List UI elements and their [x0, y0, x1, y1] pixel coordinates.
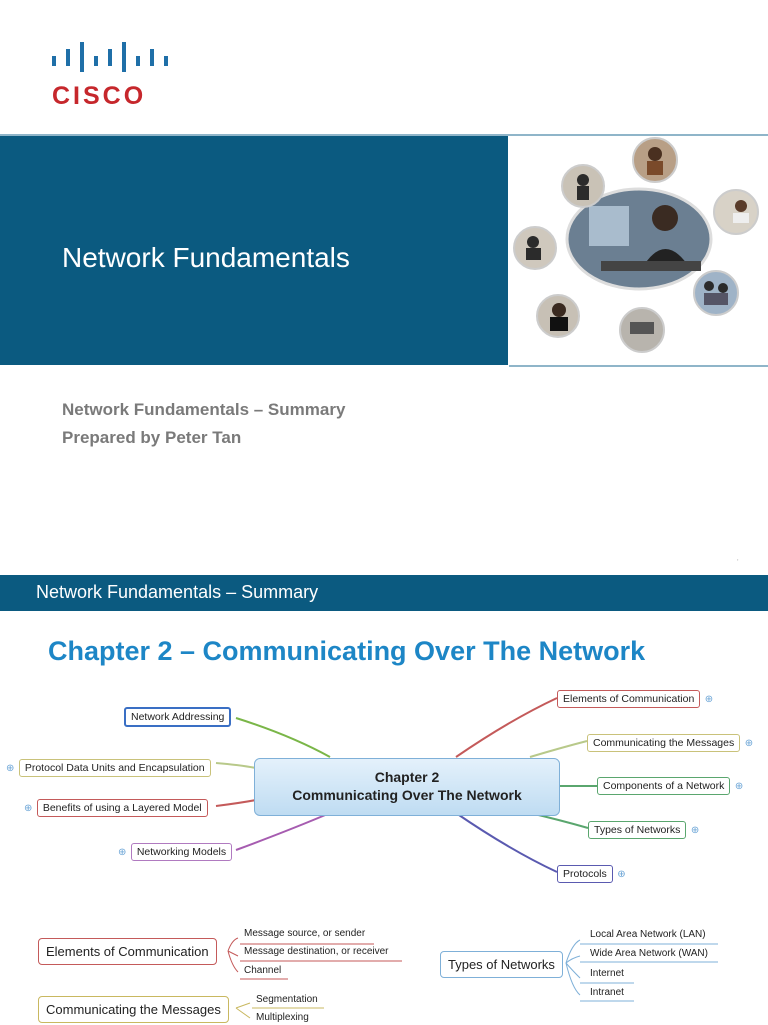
tree-leaf: Segmentation — [256, 994, 318, 1005]
node-networking-models: ⊕ Networking Models — [118, 842, 233, 861]
central-line-2: Communicating Over The Network — [292, 787, 522, 803]
node-types-of-networks: Types of Networks ⊕ — [588, 820, 700, 839]
mindmap-central-topic: Chapter 2 Communicating Over The Network — [254, 758, 560, 816]
central-line-1: Chapter 2 — [374, 769, 440, 785]
expand-icon: ⊕ — [690, 825, 700, 836]
tree-root-types: Types of Networks — [440, 951, 563, 978]
slide-title: Network Fundamentals — [62, 242, 350, 273]
expand-icon: ⊕ — [704, 694, 714, 705]
node-label: Protocol Data Units and Encapsulation — [18, 759, 211, 777]
subtitle-block: Network Fundamentals – Summary Prepared … — [62, 396, 345, 452]
subtitle-author: Prepared by Peter Tan — [62, 428, 242, 447]
node-label: Types of Networks — [588, 821, 687, 839]
node-label: Elements of Communication — [557, 690, 701, 708]
page-mark: ' — [737, 558, 739, 567]
people-photos-illustration — [513, 137, 759, 353]
node-components-of-network: Components of a Network ⊕ — [597, 776, 744, 795]
header-band — [0, 575, 768, 611]
tree-leaf: Wide Area Network (WAN) — [590, 948, 708, 959]
tree-leaf: Intranet — [590, 987, 624, 998]
tree-leaf: Message destination, or receiver — [244, 946, 389, 957]
tree-leaf: Internet — [590, 968, 624, 979]
subtitle-summary: Network Fundamentals – Summary — [62, 400, 346, 419]
node-label: Components of a Network — [597, 777, 731, 795]
node-communicating-messages: Communicating the Messages ⊕ — [587, 733, 754, 752]
expand-icon: ⊕ — [744, 738, 754, 749]
divider — [0, 134, 768, 136]
node-layered-model: ⊕ Benefits of using a Layered Model — [24, 798, 208, 817]
title-band — [0, 136, 508, 365]
chapter-title: Chapter 2 – Communicating Over The Netwo… — [48, 636, 646, 666]
cisco-wordmark: CISCO — [52, 82, 147, 110]
node-protocols: Protocols ⊕ — [557, 864, 626, 883]
node-label: Protocols — [557, 865, 613, 883]
mindmap-connectors — [215, 697, 718, 1019]
tree-leaf: Multiplexing — [256, 1012, 309, 1023]
node-label: Networking Models — [130, 843, 233, 861]
expand-icon: ⊕ — [24, 803, 33, 814]
tree-root-elements: Elements of Communication — [38, 938, 217, 965]
node-pdu: ⊕ Protocol Data Units and Encapsulation — [6, 758, 211, 777]
expand-icon: ⊕ — [617, 869, 626, 880]
cisco-logo: CISCO — [50, 40, 180, 110]
tree-leaf: Channel — [244, 965, 282, 976]
expand-icon: ⊕ — [6, 763, 15, 774]
node-network-addressing: Network Addressing — [124, 707, 232, 727]
cisco-bars-icon — [52, 42, 168, 72]
tree-leaf: Local Area Network (LAN) — [590, 929, 706, 940]
node-label: Benefits of using a Layered Model — [36, 799, 208, 817]
node-elements-of-communication: Elements of Communication ⊕ — [557, 689, 714, 708]
node-label: Network Addressing — [131, 711, 225, 723]
tree-root-messages: Communicating the Messages — [38, 996, 229, 1023]
node-label: Communicating the Messages — [587, 734, 741, 752]
expand-icon: ⊕ — [734, 781, 744, 792]
slide-header: Network Fundamentals – Summary — [36, 582, 319, 602]
tree-leaf: Message source, or sender — [244, 928, 366, 939]
photo-collage — [509, 136, 768, 367]
expand-icon: ⊕ — [118, 847, 127, 858]
